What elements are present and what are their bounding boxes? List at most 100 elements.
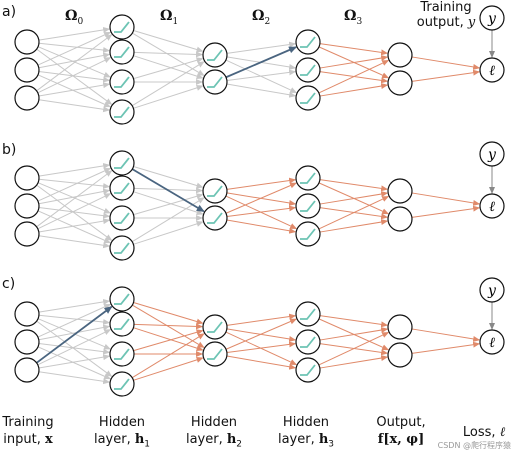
hidden-node-h2 — [202, 314, 228, 340]
edge-l1 — [133, 301, 204, 325]
omega-3-label: Ω3 — [344, 8, 363, 27]
loss-node — [479, 57, 505, 83]
edge-l0 — [37, 193, 112, 230]
edge-l0 — [38, 27, 111, 41]
edge-l1 — [131, 61, 205, 107]
edge-l1 — [133, 327, 204, 352]
edge-l0 — [37, 182, 111, 214]
output-node — [387, 206, 413, 232]
edge-l0 — [37, 57, 112, 94]
relu-icon — [300, 200, 316, 212]
edge-l3 — [319, 315, 389, 328]
edge-l0 — [38, 162, 111, 177]
loss-node — [479, 329, 505, 355]
output-node — [387, 314, 413, 340]
hidden-node-h1 — [109, 39, 135, 65]
edge-l0 — [37, 346, 112, 380]
target-node — [479, 5, 505, 31]
relu-icon — [114, 293, 130, 305]
edge-output-loss — [411, 341, 481, 354]
bottom-label-h2: Hidden layer, h2 — [185, 415, 243, 450]
row-label-b: b) — [2, 142, 17, 158]
hidden-node-h1 — [109, 150, 135, 176]
hidden-node-h1 — [109, 341, 135, 367]
relu-icon — [114, 46, 130, 58]
edge-l0 — [38, 235, 111, 249]
hidden-node-h3 — [295, 221, 321, 247]
bottom-label-loss: Loss, ℓ — [462, 425, 506, 440]
hidden-node-h1 — [109, 205, 135, 231]
row-label-a: a) — [2, 4, 17, 20]
relu-icon — [207, 185, 223, 197]
edge-l3 — [319, 179, 389, 192]
relu-icon — [300, 228, 316, 240]
relu-icon — [300, 172, 316, 184]
edge-l2 — [225, 182, 297, 214]
loss-node — [479, 193, 505, 219]
edge-l1 — [132, 304, 205, 348]
relu-icon — [114, 106, 130, 118]
bottom-label-h3: Hidden layer, h3 — [277, 415, 335, 450]
hidden-node-h3 — [295, 85, 321, 111]
edge-l3 — [319, 327, 389, 341]
relu-icon — [300, 36, 316, 48]
edge-l0 — [36, 170, 113, 228]
edge-l0 — [37, 329, 112, 366]
edge-l3 — [319, 219, 389, 233]
hidden-node-h3 — [295, 357, 321, 383]
edge-l3 — [319, 55, 389, 69]
edge-l1 — [133, 51, 204, 58]
edge-l1 — [131, 333, 205, 379]
edge-l2 — [226, 219, 297, 234]
edge-l1 — [133, 191, 204, 216]
output-node — [387, 342, 413, 368]
relu-icon — [114, 157, 130, 169]
edge-l2 — [226, 313, 297, 326]
highlighted-weight-edge — [131, 168, 205, 213]
edge-output-loss — [411, 328, 481, 342]
edge-l0 — [38, 314, 111, 325]
edge-l3 — [318, 60, 390, 94]
loss-node-symbol: ℓ — [489, 335, 495, 351]
target-node — [479, 141, 505, 167]
edge-l0 — [37, 74, 112, 108]
edge-l0 — [38, 178, 111, 189]
edge-l3 — [318, 332, 390, 366]
input-node — [14, 165, 40, 191]
relu-icon — [207, 76, 223, 88]
edge-l1 — [133, 323, 204, 330]
training-output-label: Training output, y — [416, 0, 476, 30]
relu-icon — [114, 76, 130, 88]
edge-l1 — [133, 329, 204, 352]
edge-l0 — [36, 320, 113, 377]
hidden-node-h1 — [109, 286, 135, 312]
output-node — [387, 70, 413, 96]
edge-l3 — [319, 191, 389, 205]
relu-icon — [300, 64, 316, 76]
input-node — [14, 57, 40, 83]
relu-icon — [207, 212, 223, 224]
highlighted-weight-edge — [225, 46, 297, 79]
target-node-symbol: y — [487, 283, 497, 299]
hidden-node-h1 — [109, 175, 135, 201]
edge-l0 — [38, 218, 111, 233]
edge-output-loss — [411, 192, 481, 206]
edge-l0 — [38, 207, 111, 219]
edge-l2 — [226, 83, 297, 98]
edge-output-loss — [411, 69, 481, 82]
relu-icon — [114, 348, 130, 360]
edge-l2 — [226, 205, 297, 217]
bottom-label-h1: Hidden layer, h1 — [93, 415, 151, 450]
edge-l0 — [38, 343, 111, 355]
edge-l0 — [38, 324, 111, 341]
edge-l0 — [36, 34, 113, 92]
edge-l1 — [133, 84, 204, 109]
edge-l0 — [38, 299, 111, 313]
hidden-node-h1 — [109, 99, 135, 125]
row-label-c: c) — [2, 276, 16, 292]
hidden-node-h3 — [295, 57, 321, 83]
input-node — [14, 29, 40, 55]
relu-icon — [300, 364, 316, 376]
edge-l0 — [36, 184, 113, 241]
edge-l0 — [38, 371, 111, 385]
